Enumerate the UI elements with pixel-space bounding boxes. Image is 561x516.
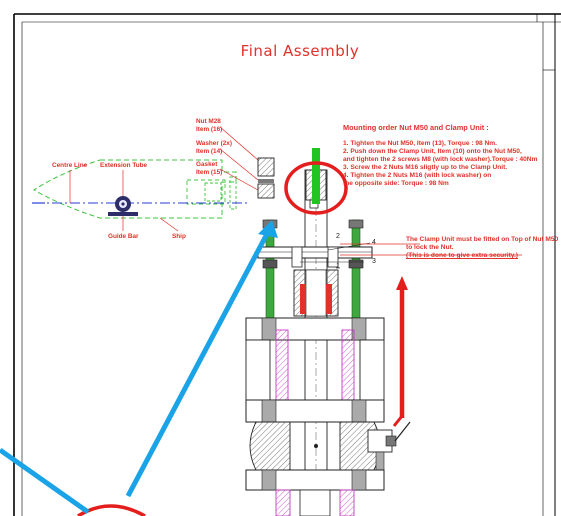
mounting-step: and tighten the 2 screws M8 (with lock w… <box>343 156 538 163</box>
item-leaders <box>300 242 522 269</box>
main-assembly <box>245 148 411 516</box>
item-number: 2 <box>336 233 340 240</box>
mounting-step: 3. Screw the 2 Nuts M16 sligtly up to th… <box>343 164 508 171</box>
blue-arrows <box>0 220 278 515</box>
callout-line: Gasket <box>196 161 218 168</box>
clamp-note-line: to lock the Nut. <box>406 244 454 251</box>
mounting-step: 2. Push down the Clamp Unit, Item (10) o… <box>343 148 522 155</box>
callout-gasket: Gasket Item (15) <box>196 161 222 176</box>
mounting-step: 4. Tighten the 2 Nuts M16 (with lock was… <box>343 172 492 179</box>
ship-outline-drawing <box>32 126 259 232</box>
label-ship: Ship <box>172 233 186 240</box>
clamp-note-line: The Clamp Unit must be fitted on Top of … <box>406 236 559 243</box>
item-number: 3 <box>372 258 376 265</box>
callout-washer: Washer (2x) Item (14) <box>196 140 232 155</box>
callout-line: Item (15) <box>196 168 223 176</box>
mounting-step: 1. Tighten the Nut M50, Item (13), Torqu… <box>343 140 497 147</box>
clamp-note: The Clamp Unit must be fitted on Top of … <box>406 236 558 260</box>
mounting-heading: Mounting order Nut M50 and Clamp Unit : <box>343 123 489 132</box>
callout-line: Item (14) <box>196 147 223 155</box>
exploded-nut-parts <box>257 157 275 199</box>
highlight-markers <box>77 161 408 516</box>
item-number: 4 <box>372 239 376 246</box>
label-centre-line: Centre Line <box>52 162 88 169</box>
item-number: 1 <box>336 263 340 270</box>
callout-line: Washer (2x) <box>196 140 232 147</box>
callout-line: Nut M28 <box>196 118 221 125</box>
mounting-steps: 1. Tighten the Nut M50, Item (13), Torqu… <box>343 140 537 188</box>
label-guide-bar: Guide Bar <box>108 233 139 240</box>
sheet-frame <box>13 13 561 516</box>
drawing-title: Final Assembly <box>240 42 360 60</box>
callout-line: Item (16) <box>196 125 223 133</box>
callout-nut-m28: Nut M28 Item (16) <box>196 118 222 133</box>
label-extension-tube: Extension Tube <box>100 162 148 169</box>
mounting-step: the opposite side: Torque : 98 Nm <box>343 180 449 187</box>
clamp-note-line: (This is done to give extra security.) <box>406 252 518 259</box>
